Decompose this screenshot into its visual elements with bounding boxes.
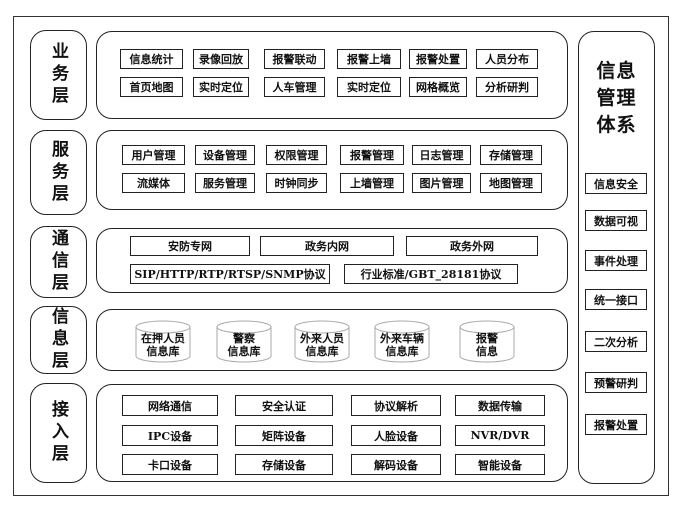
access-item: 卡口设备 (122, 454, 218, 475)
database-icon: 警察 信息库 (216, 320, 272, 364)
access-item: 解码设备 (351, 454, 441, 475)
business-item: 首页地图 (120, 77, 183, 97)
access-item: 安全认证 (235, 395, 333, 416)
service-item: 权限管理 (266, 145, 327, 165)
access-item: IPC设备 (122, 425, 218, 446)
service-layer-label: 服务层 (48, 139, 68, 206)
protocol-item: SIP/HTTP/RTP/RTSP/SNMP协议 (130, 264, 330, 284)
business-item: 人员分布 (476, 49, 538, 69)
business-item: 实时定位 (193, 77, 249, 97)
database-label: 报警 信息 (476, 332, 498, 358)
service-layer-panel (96, 130, 568, 210)
layer-label-access: 接入层 (30, 383, 87, 483)
database-icon: 报警 信息 (459, 320, 515, 364)
cylinder-shape (135, 320, 191, 363)
access-item: 智能设备 (455, 454, 545, 475)
service-item: 地图管理 (480, 173, 542, 193)
layer-label-service: 服务层 (30, 130, 87, 215)
service-item: 报警管理 (340, 145, 404, 165)
service-item: 图片管理 (412, 173, 471, 193)
business-item: 报警处置 (409, 49, 467, 69)
service-item: 服务管理 (195, 173, 255, 193)
network-item: 安防专网 (130, 236, 250, 256)
info-management-title: 信息 管理 体系 (596, 60, 637, 136)
management-item: 统一接口 (585, 289, 647, 310)
access-item: 数据传输 (455, 395, 545, 416)
database-label: 外来车辆 信息库 (380, 332, 424, 358)
access-layer-label: 接入层 (48, 400, 68, 466)
service-item: 用户管理 (122, 145, 185, 165)
information-layer-label: 信息层 (48, 307, 68, 373)
database-icon: 外来人员 信息库 (294, 320, 350, 364)
access-item: 协议解析 (351, 395, 441, 416)
communication-layer-label: 通信层 (48, 229, 68, 295)
service-item: 日志管理 (412, 145, 471, 165)
access-item: 存储设备 (235, 454, 333, 475)
database-label: 外来人员 信息库 (300, 332, 344, 358)
service-item: 时钟同步 (266, 173, 327, 193)
cylinder-shape (374, 320, 430, 363)
business-item: 报警联动 (264, 49, 325, 69)
business-item: 人车管理 (264, 77, 325, 97)
service-item: 上墙管理 (340, 173, 404, 193)
cylinder-shape (216, 320, 272, 363)
service-item: 流媒体 (122, 173, 185, 193)
business-item: 实时定位 (337, 77, 401, 97)
cylinder-shape (294, 320, 350, 363)
business-item: 网格概览 (409, 77, 467, 97)
business-item: 分析研判 (476, 77, 538, 97)
business-layer-label: 业务层 (48, 42, 68, 108)
layer-label-information: 信息层 (30, 306, 87, 374)
business-item: 报警上墙 (337, 49, 401, 69)
diagram-frame (13, 16, 669, 496)
service-item: 设备管理 (195, 145, 255, 165)
network-item: 政务外网 (406, 236, 538, 256)
management-item: 二次分析 (585, 331, 647, 352)
database-label: 警察 信息库 (227, 332, 261, 358)
protocol-item: 行业标准/GBT_28181协议 (344, 264, 518, 284)
database-icon: 外来车辆 信息库 (374, 320, 430, 364)
business-item: 信息统计 (120, 49, 183, 69)
network-item: 政务内网 (260, 236, 394, 256)
management-item: 数据可视 (585, 210, 647, 231)
access-item: 人脸设备 (351, 425, 441, 446)
layer-label-business: 业务层 (30, 30, 87, 120)
management-item: 预警研判 (585, 372, 647, 393)
access-item: 矩阵设备 (235, 425, 333, 446)
layer-label-communication: 通信层 (30, 226, 87, 298)
access-item: 网络通信 (122, 395, 218, 416)
service-item: 存储管理 (480, 145, 542, 165)
cylinder-shape (459, 320, 515, 363)
database-label: 在押人员 信息库 (141, 332, 185, 358)
access-item: NVR/DVR (455, 425, 545, 446)
business-item: 录像回放 (193, 49, 249, 69)
management-item: 报警处置 (585, 414, 647, 435)
management-item: 信息安全 (585, 173, 647, 194)
management-item: 事件处理 (585, 250, 647, 271)
business-layer-panel (96, 31, 568, 119)
database-icon: 在押人员 信息库 (135, 320, 191, 364)
